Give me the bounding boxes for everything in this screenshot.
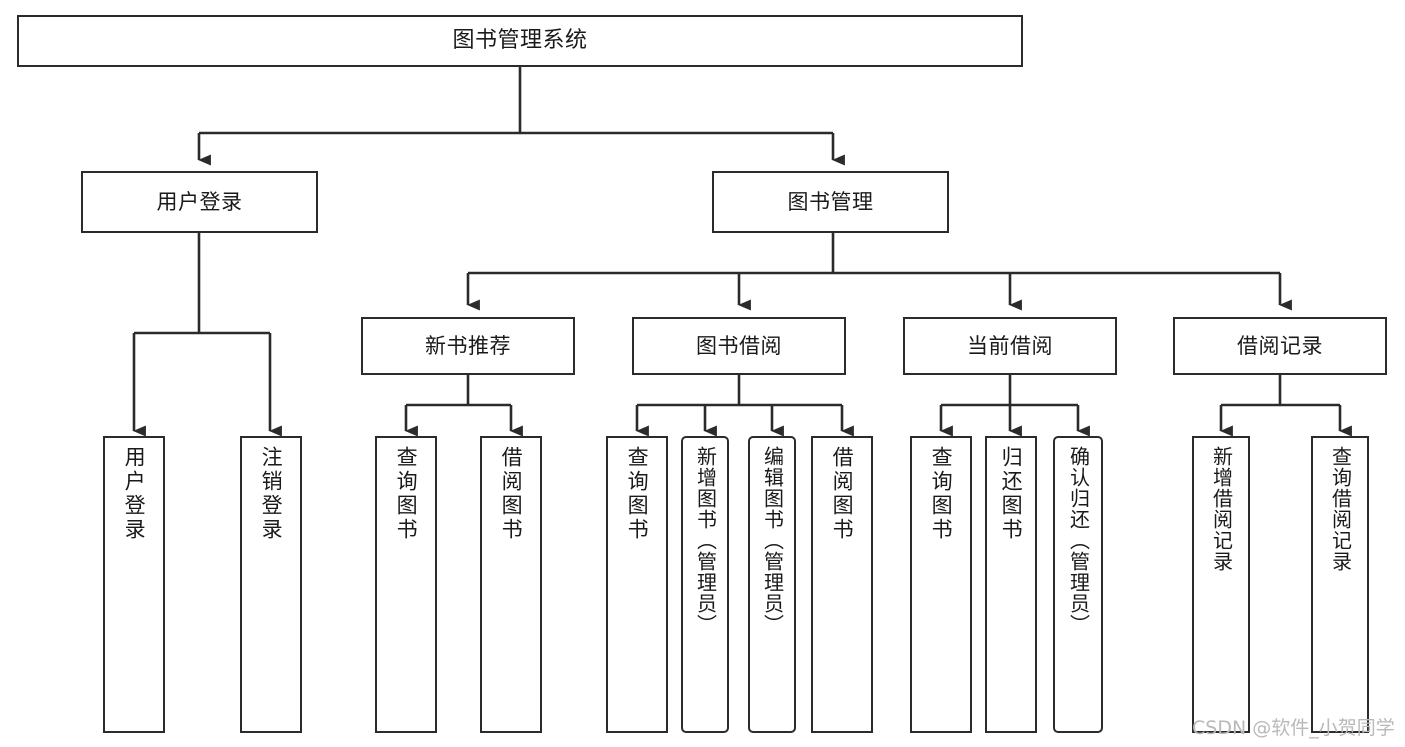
node-book-manage[interactable]: 图书管理 xyxy=(712,171,949,233)
leaf-query-book-2[interactable]: 查询图书 xyxy=(606,436,668,733)
node-user-login-label: 用户登录 xyxy=(156,189,243,214)
leaf-confirm-return-label: 确认归还（管理员） xyxy=(1066,446,1091,635)
leaf-add-book-label: 新增图书（管理员） xyxy=(693,446,718,635)
leaf-user-login-label: 用户登录 xyxy=(122,446,147,542)
leaf-add-book[interactable]: 新增图书（管理员） xyxy=(681,436,729,733)
leaf-query-record[interactable]: 查询借阅记录 xyxy=(1311,436,1369,733)
node-borrow-record[interactable]: 借阅记录 xyxy=(1173,317,1387,375)
leaf-query-record-label: 查询借阅记录 xyxy=(1328,446,1353,572)
node-book-borrow[interactable]: 图书借阅 xyxy=(632,317,846,375)
leaf-query-book-3[interactable]: 查询图书 xyxy=(910,436,972,733)
node-root-label: 图书管理系统 xyxy=(452,28,588,54)
node-current-borrow-label: 当前借阅 xyxy=(967,333,1053,358)
leaf-add-record[interactable]: 新增借阅记录 xyxy=(1192,436,1250,733)
node-user-login[interactable]: 用户登录 xyxy=(81,171,318,233)
leaf-borrow-book-2[interactable]: 借阅图书 xyxy=(811,436,873,733)
leaf-edit-book-label: 编辑图书（管理员） xyxy=(760,446,785,635)
leaf-query-book-3-label: 查询图书 xyxy=(929,446,954,542)
csdn-watermark: CSDN @软件_小贺同学 xyxy=(1192,717,1395,739)
node-book-manage-label: 图书管理 xyxy=(787,189,874,214)
leaf-query-book-1[interactable]: 查询图书 xyxy=(375,436,437,733)
node-book-borrow-label: 图书借阅 xyxy=(696,333,782,358)
leaf-return-book-label: 归还图书 xyxy=(999,446,1024,542)
leaf-borrow-book-1-label: 借阅图书 xyxy=(499,446,524,542)
leaf-edit-book[interactable]: 编辑图书（管理员） xyxy=(748,436,796,733)
leaf-query-book-2-label: 查询图书 xyxy=(625,446,650,542)
leaf-borrow-book-1[interactable]: 借阅图书 xyxy=(480,436,542,733)
node-new-book-rec[interactable]: 新书推荐 xyxy=(361,317,575,375)
leaf-user-login[interactable]: 用户登录 xyxy=(103,436,165,733)
node-root[interactable]: 图书管理系统 xyxy=(17,15,1023,67)
node-new-book-rec-label: 新书推荐 xyxy=(425,333,511,358)
leaf-return-book[interactable]: 归还图书 xyxy=(985,436,1037,733)
leaf-add-record-label: 新增借阅记录 xyxy=(1209,446,1234,572)
leaf-confirm-return[interactable]: 确认归还（管理员） xyxy=(1053,436,1103,733)
leaf-logout-label: 注销登录 xyxy=(259,446,284,542)
leaf-borrow-book-2-label: 借阅图书 xyxy=(830,446,855,542)
node-borrow-record-label: 借阅记录 xyxy=(1237,333,1323,358)
leaf-query-book-1-label: 查询图书 xyxy=(394,446,419,542)
leaf-logout[interactable]: 注销登录 xyxy=(240,436,302,733)
node-current-borrow[interactable]: 当前借阅 xyxy=(903,317,1117,375)
